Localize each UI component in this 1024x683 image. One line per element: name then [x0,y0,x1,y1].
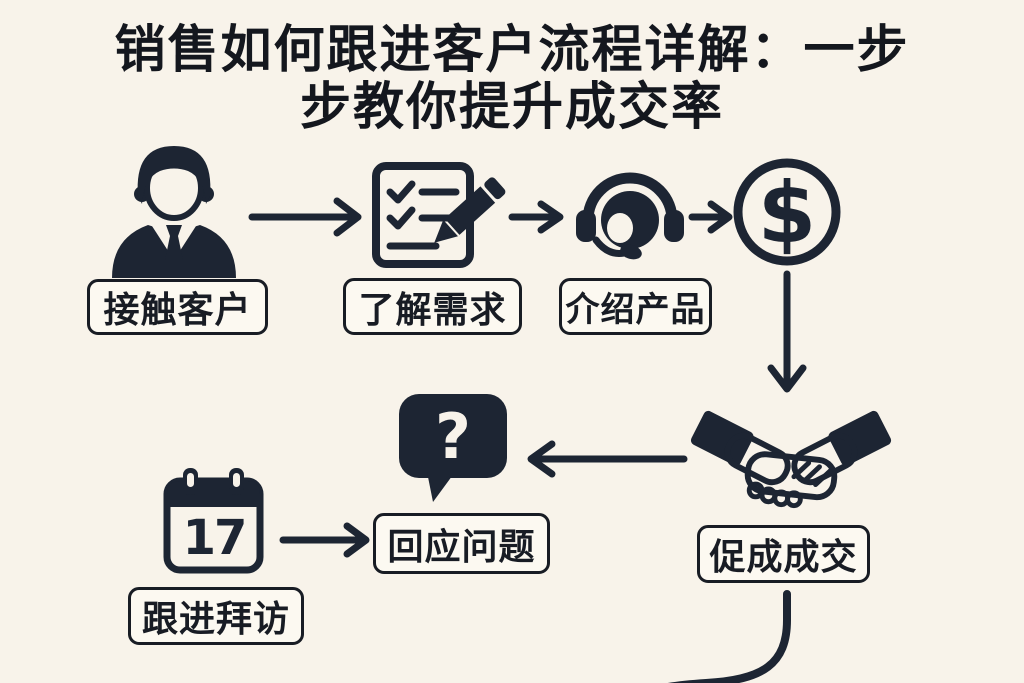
support-headset-icon [576,172,684,260]
step-label-needs: 了解需求 [343,278,522,335]
page-title: 销售如何跟进客户流程详解：一步 步教你提升成交率 [0,22,1024,136]
handshake-icon [690,410,892,509]
businessman-icon [112,146,236,278]
step-label-present: 介绍产品 [559,278,712,335]
question-mark: ? [435,400,471,473]
curve-close-continues [667,590,791,683]
dollar-circle-icon: $ [733,158,841,266]
checklist-pencil-icon [372,162,506,268]
page-title-line2: 步教你提升成交率 [299,78,724,138]
arrow-contact-to-needs [248,197,362,237]
page-title-line1: 销售如何跟进客户流程详解：一步 [114,21,910,80]
calendar-day: 17 [183,510,246,566]
calendar-icon: 17 [163,468,264,574]
question-bubble-icon: ? [399,394,507,502]
step-label-contact: 接触客户 [87,279,268,335]
step-label-respond: 回应问题 [373,513,550,574]
dollar-symbol: $ [758,164,816,262]
arrow-money-to-close [767,270,807,393]
step-label-followup: 跟进拜访 [128,587,304,645]
arrow-close-to-respond [527,440,688,478]
step-label-close: 促成成交 [697,525,870,583]
pencil-glyph [434,177,506,243]
arrow-present-to-money [688,200,733,234]
arrow-followup-to-respond [279,522,370,558]
arrow-needs-to-present [508,200,564,234]
